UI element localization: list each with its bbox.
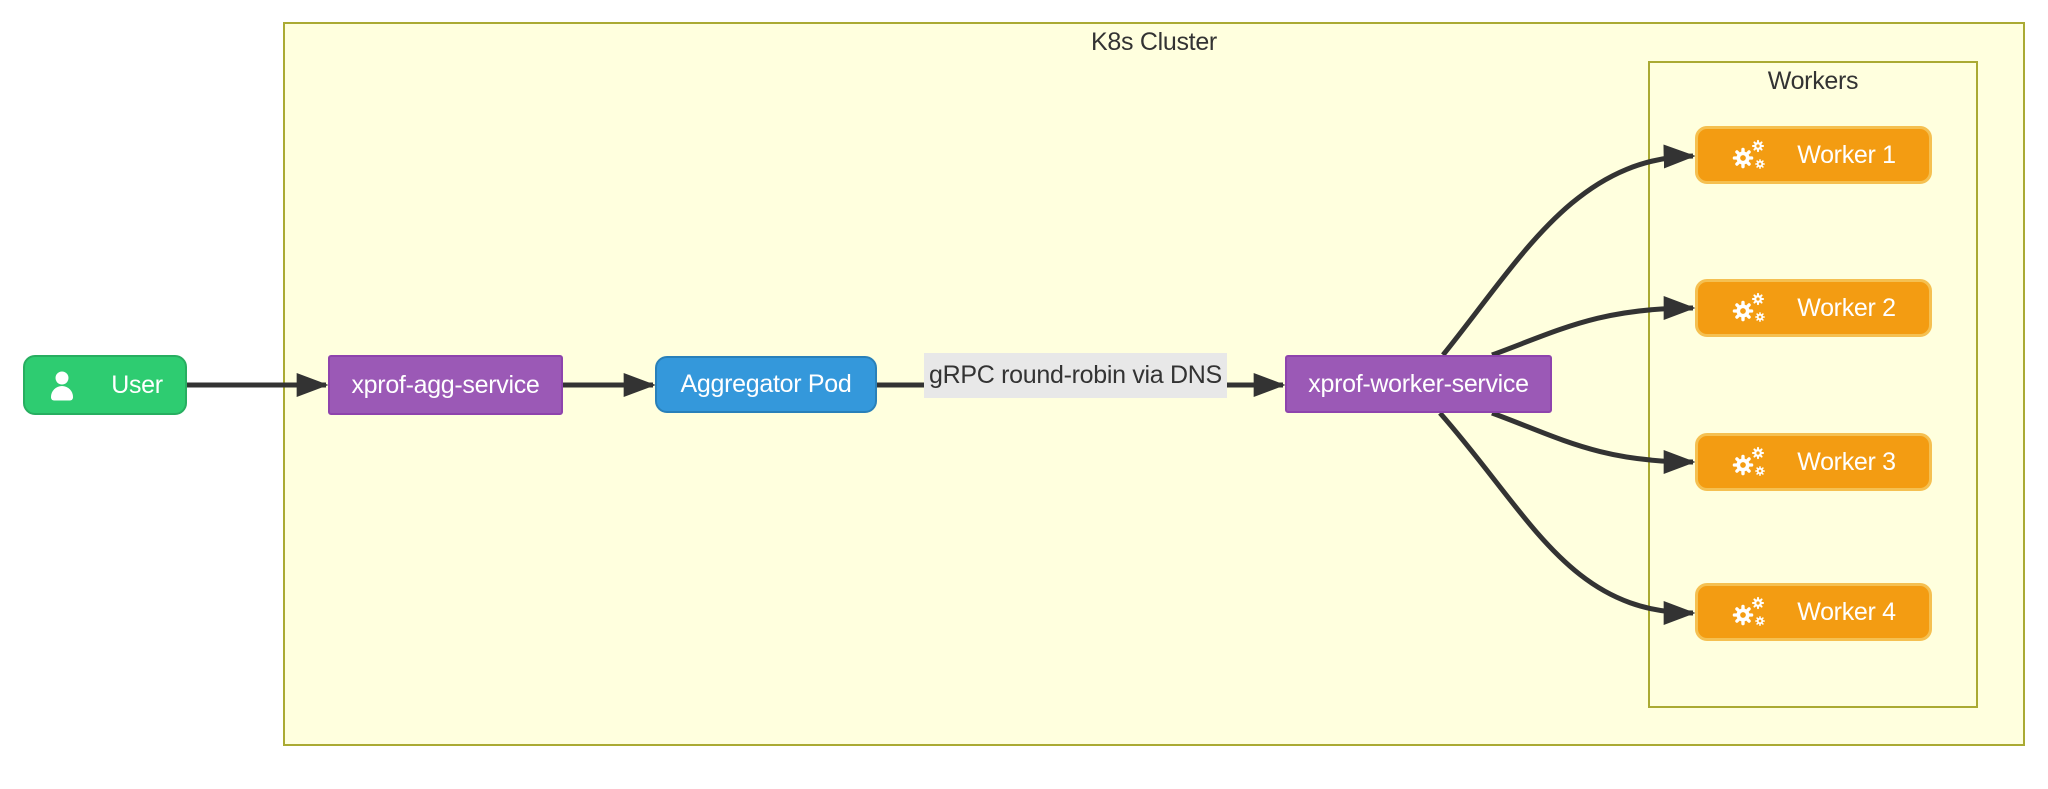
node-worker-2-label: Worker 2: [1797, 293, 1896, 322]
node-worker-3: Worker 3: [1695, 433, 1932, 491]
node-xprof-agg-service: xprof-agg-service: [328, 355, 563, 415]
node-worker-2: Worker 2: [1695, 279, 1932, 337]
node-user: User: [23, 355, 187, 415]
node-aggregator-pod: Aggregator Pod: [655, 356, 877, 413]
cogs-icon: [1732, 446, 1766, 476]
node-worker-1-label: Worker 1: [1797, 140, 1896, 169]
node-aggregator-pod-label: Aggregator Pod: [680, 370, 852, 398]
workers-group-title: Workers: [1767, 67, 1859, 95]
node-xprof-worker-service: xprof-worker-service: [1285, 355, 1552, 413]
node-worker-4-label: Worker 4: [1797, 597, 1896, 626]
edge-label-grpc: gRPC round-robin via DNS: [924, 353, 1227, 398]
node-worker-4: Worker 4: [1695, 583, 1932, 641]
node-user-label: User: [111, 370, 163, 399]
node-worker-1: Worker 1: [1695, 126, 1932, 184]
k8s-cluster-title: K8s Cluster: [1091, 28, 1217, 56]
node-xprof-worker-service-label: xprof-worker-service: [1308, 369, 1529, 398]
cogs-icon: [1732, 139, 1766, 169]
node-worker-3-label: Worker 3: [1797, 447, 1896, 476]
cogs-icon: [1732, 596, 1766, 626]
user-icon: [51, 371, 74, 401]
workers-group: Workers: [1648, 61, 1978, 708]
node-xprof-agg-service-label: xprof-agg-service: [351, 370, 540, 399]
cogs-icon: [1732, 292, 1766, 322]
